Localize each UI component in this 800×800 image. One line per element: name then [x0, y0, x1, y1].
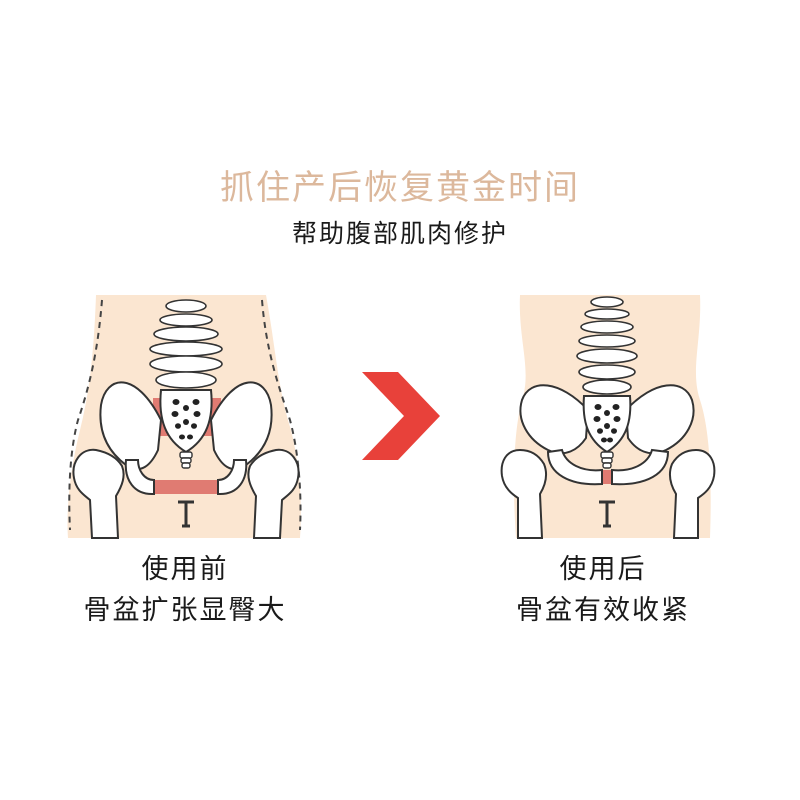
- after-description: 骨盆有效收紧: [516, 595, 690, 626]
- spine: [576, 296, 638, 395]
- sacral-holes: [171, 399, 201, 440]
- pubis-left: [124, 459, 155, 496]
- pubis-right: [217, 459, 248, 496]
- pubis-right: [611, 448, 670, 486]
- pelvis-before-illustration: [67, 295, 302, 539]
- femur-right: [668, 448, 716, 539]
- closed-pubic-gap: [602, 470, 612, 484]
- ilium-right: [624, 384, 695, 455]
- pubis-left: [546, 448, 603, 486]
- after-label: 使用后: [559, 554, 647, 585]
- before-label: 使用前: [141, 554, 229, 585]
- page-title: 抓住产后恢复黄金时间: [220, 168, 580, 208]
- chevron-right-icon: [362, 372, 440, 460]
- ilium-left: [519, 384, 590, 455]
- femur-right: [247, 448, 300, 539]
- gluteal-cleft: [599, 500, 615, 528]
- gluteal-cleft: [178, 500, 194, 528]
- widened-pubic-gap: [154, 480, 218, 494]
- ilium-right: [209, 381, 273, 470]
- coccyx: [600, 451, 614, 469]
- femur-left: [500, 448, 548, 539]
- before-description: 骨盆扩张显臀大: [83, 595, 287, 626]
- femur-left: [72, 448, 125, 539]
- spine: [149, 299, 223, 389]
- hip-outline-dashed: [261, 299, 302, 531]
- coccyx: [179, 451, 193, 469]
- page-subtitle: 帮助腹部肌肉修护: [291, 219, 508, 248]
- sacral-holes: [593, 404, 621, 443]
- pelvis-after-illustration: [500, 295, 716, 539]
- ilium-left: [99, 381, 163, 470]
- hip-outline-dashed: [68, 299, 103, 531]
